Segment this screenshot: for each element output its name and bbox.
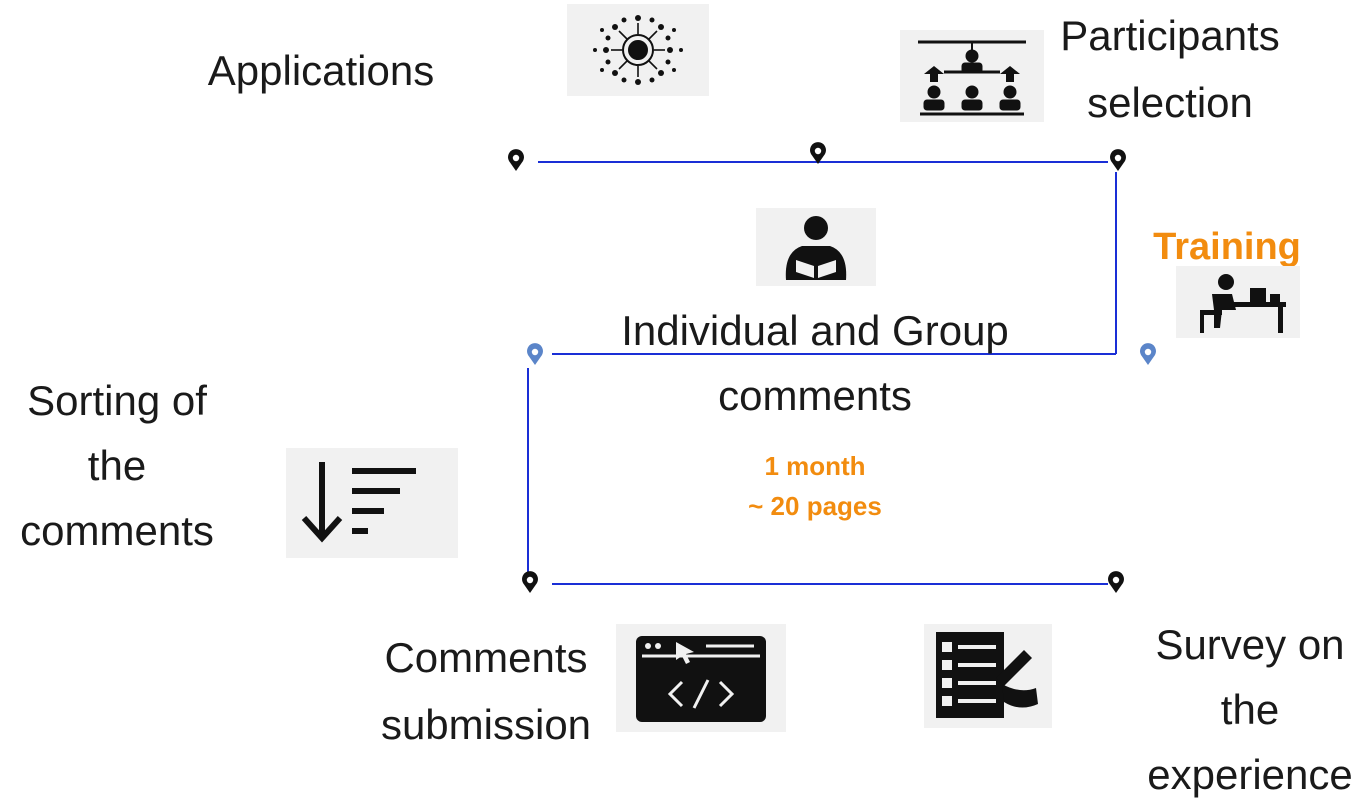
sort-descending-icon bbox=[286, 448, 458, 558]
survey-experience-label: Survey on the experience bbox=[1147, 621, 1353, 799]
path-marker-7 bbox=[1108, 571, 1124, 593]
reader-person-icon bbox=[756, 208, 876, 286]
hierarchy-people-icon bbox=[900, 30, 1044, 122]
participants-selection-label: Participants selection bbox=[1060, 12, 1280, 127]
radial-burst-icon bbox=[567, 4, 709, 96]
sorting-comments-label: Sorting of the comments bbox=[20, 377, 214, 555]
code-window-icon bbox=[616, 624, 786, 732]
applications-label: Applications bbox=[207, 47, 435, 94]
training-label: Training bbox=[1153, 226, 1301, 268]
individual-group-comments-label: Individual and Group comments bbox=[621, 307, 1009, 420]
path-marker-6 bbox=[522, 571, 538, 593]
desk-worker-icon bbox=[1176, 266, 1300, 338]
path-marker-3 bbox=[1110, 149, 1126, 171]
survey-checklist-icon bbox=[924, 624, 1052, 728]
path-marker-1 bbox=[508, 149, 524, 171]
process-path-diagram bbox=[508, 142, 1156, 593]
path-marker-2 bbox=[810, 142, 826, 164]
comments-submission-label: Comments submission bbox=[380, 634, 592, 749]
path-marker-5 bbox=[1140, 343, 1156, 365]
path-marker-4 bbox=[527, 343, 543, 365]
duration-note: 1 month ~ 20 pages bbox=[748, 451, 882, 522]
